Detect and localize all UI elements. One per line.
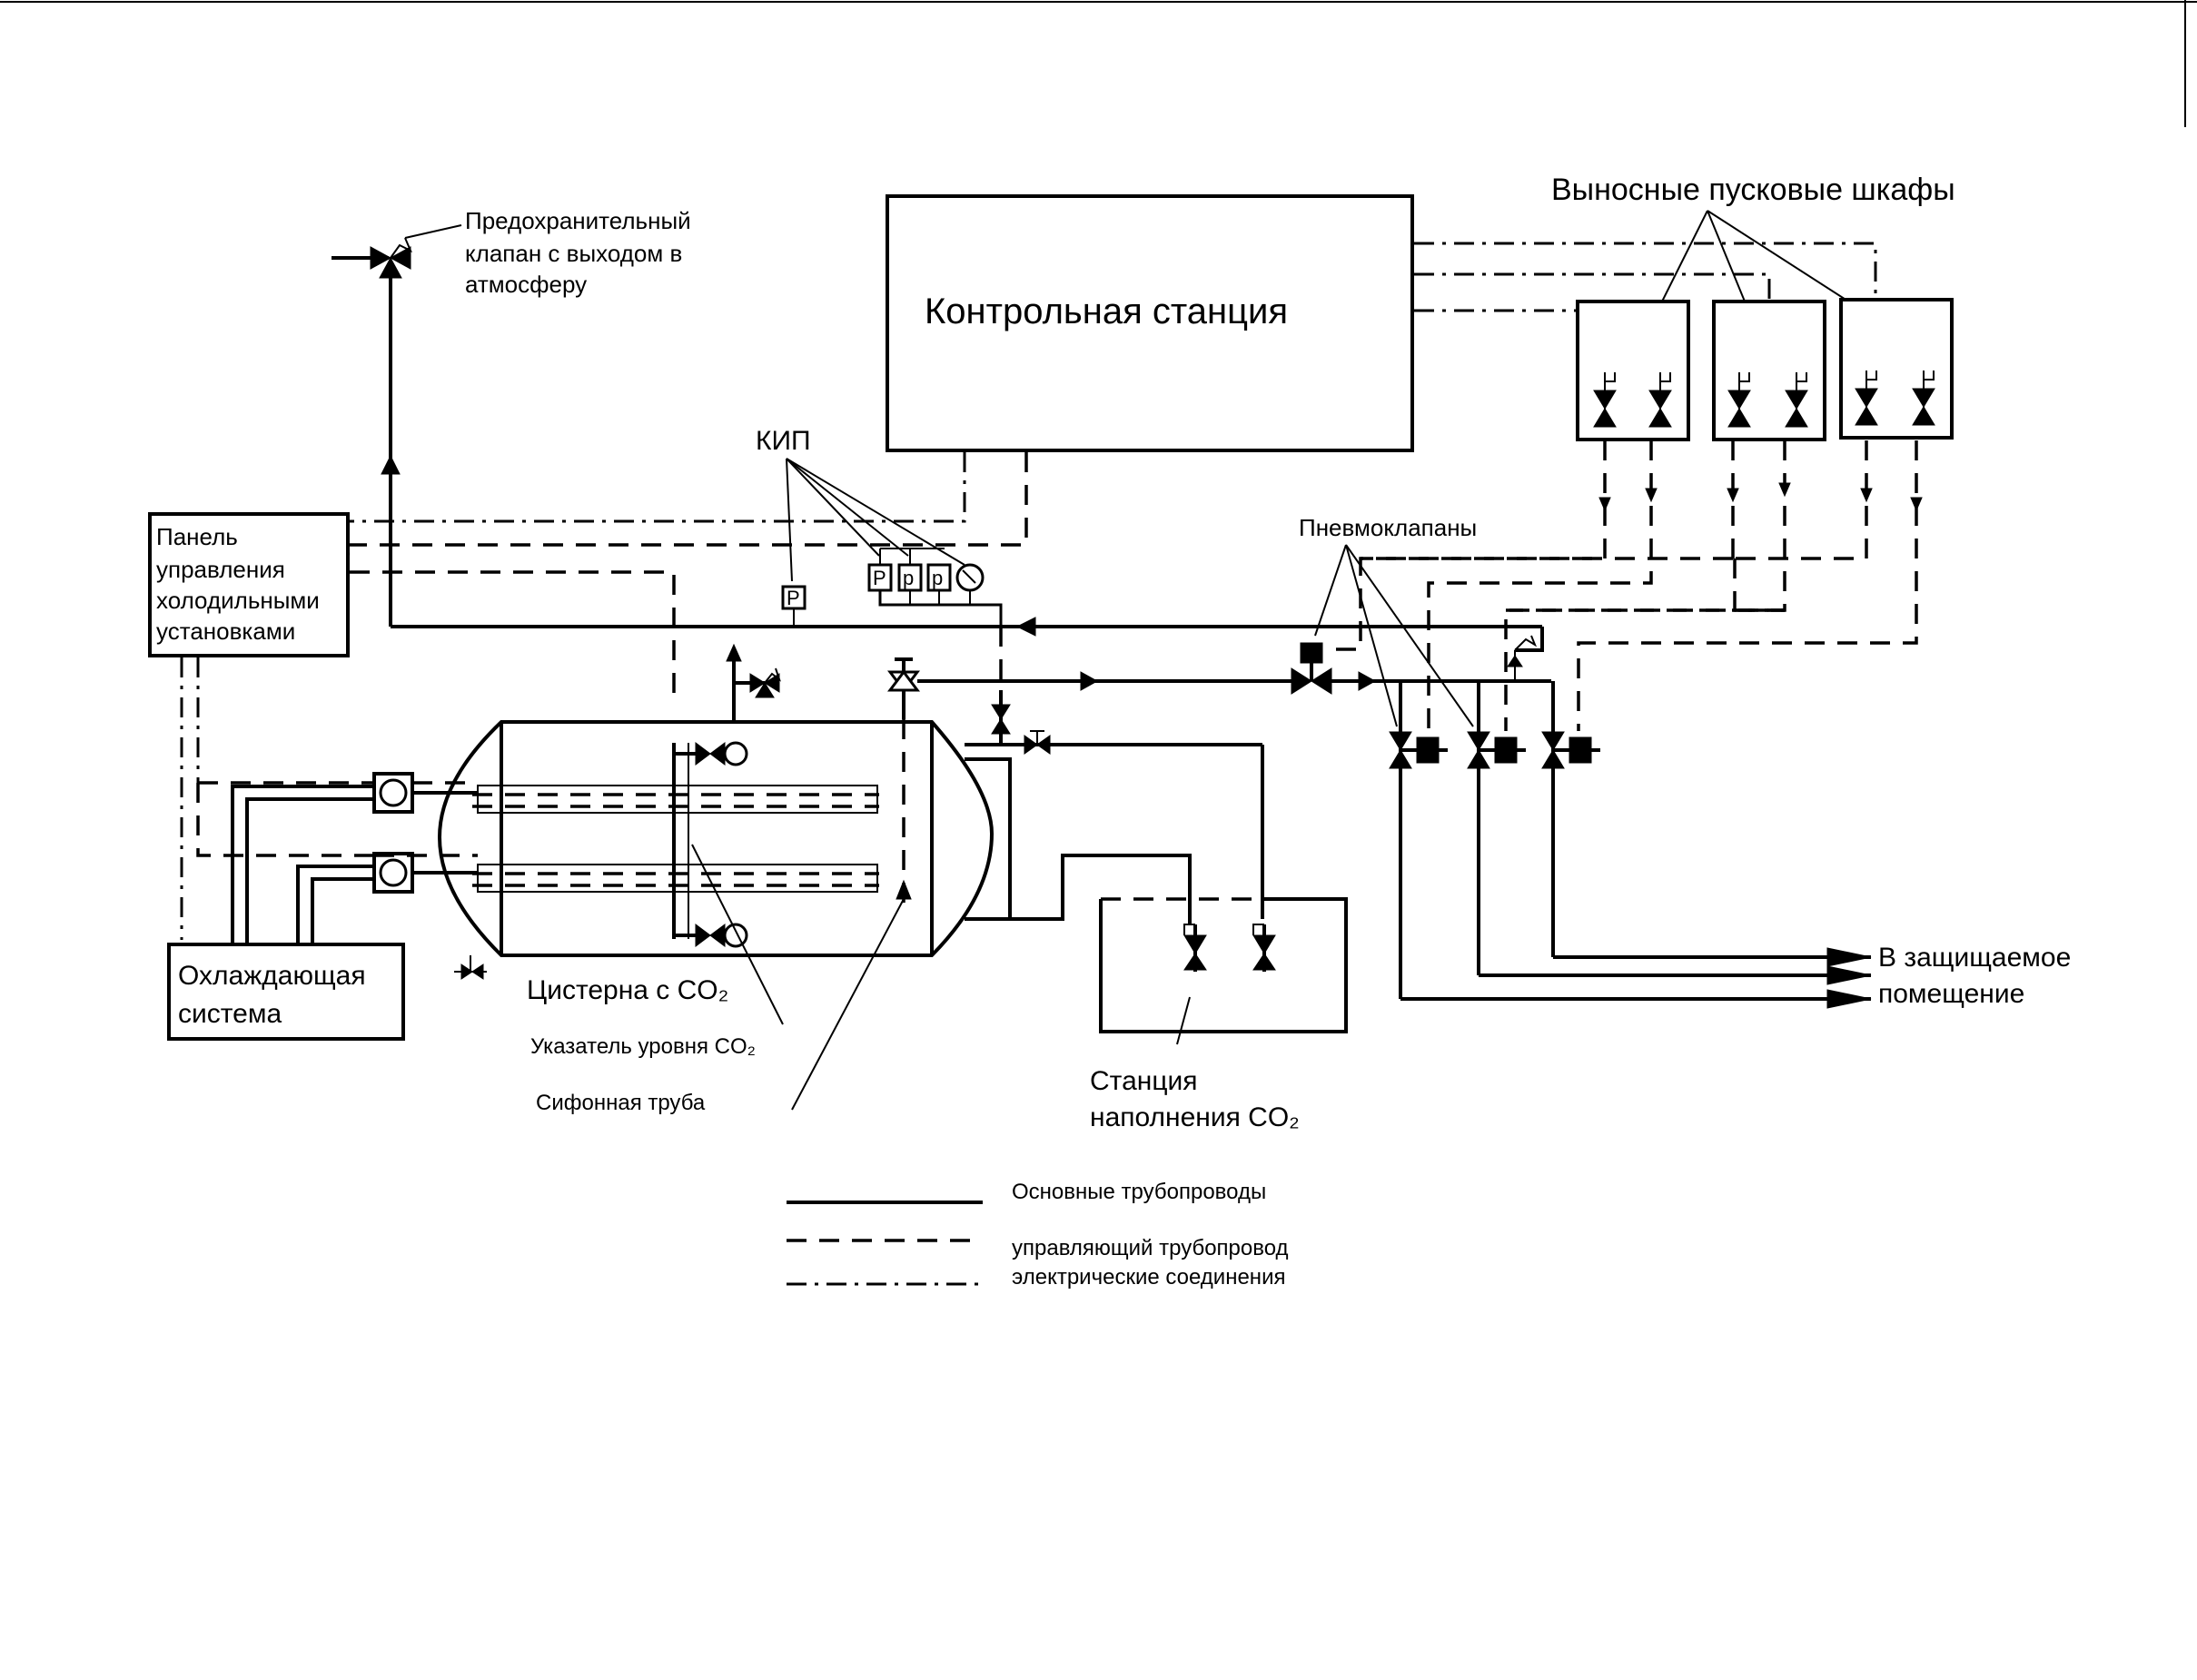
remote-cabinet-3: [1839, 298, 1954, 440]
siphon-tube-label: Сифонная труба: [536, 1091, 706, 1115]
safety-valve-label-2: клапан с выходом в: [465, 240, 682, 267]
level-indicator-label: Указатель уровня CO₂: [530, 1034, 756, 1059]
refrigeration-panel-label-1: Панель: [156, 523, 238, 550]
tank-top-valves: [726, 643, 1291, 722]
cabinet-arrows: [1598, 482, 1923, 512]
main-header-pipe: [391, 617, 1544, 652]
co2-tank: [437, 719, 1012, 980]
refrigeration-panel-label-2: управления: [156, 556, 285, 583]
refrigeration-panel-box: [148, 512, 350, 657]
pneumo-valves-leaders: [1314, 544, 1474, 727]
filling-station-label-2: наполнения CO₂: [1090, 1102, 1300, 1132]
cooling-system-label-2: система: [178, 999, 282, 1029]
control-station-label: Контрольная станция: [925, 292, 1288, 331]
gauge-label-3: p: [903, 567, 914, 589]
pneumo-valves-label: Пневмоклапаны: [1299, 514, 1477, 541]
cooling-units: [196, 772, 478, 944]
refrigeration-panel-label-3: холодильными: [156, 587, 320, 614]
main-shutoff-valve: [1291, 642, 1551, 695]
legend-electrical: электрические соединения: [1012, 1265, 1285, 1290]
safety-valve: [332, 224, 462, 627]
remote-cabinet-2: [1712, 300, 1826, 441]
tank-label: Цистерна с CO₂: [527, 975, 728, 1005]
kip-label: КИП: [756, 426, 811, 456]
control-pipes-panel: [350, 452, 1028, 704]
gauge-label-4: p: [932, 567, 943, 589]
protected-room-label-1: В защищаемое: [1878, 943, 2071, 973]
legend-main-pipes: Основные трубопроводы: [1012, 1180, 1266, 1204]
filling-station-label-1: Станция: [1090, 1066, 1198, 1096]
control-pipes-cabinets: [1335, 440, 1918, 733]
filling-line: [965, 690, 1264, 921]
safety-valve-label-3: атмосферу: [465, 271, 587, 298]
legend: Основные трубопроводы управляющий трубоп…: [787, 1180, 1289, 1290]
refrigeration-panel-label-4: установками: [156, 618, 295, 645]
safety-valve-label-1: Предохранительный: [465, 207, 691, 234]
distribution-branches: [1389, 681, 1872, 1009]
cooling-system-label-1: Охлаждающая: [178, 961, 366, 991]
electrical-lines-cabinets: [1414, 242, 1877, 312]
filling-station: [1099, 897, 1348, 1045]
legend-control-pipe: управляющий трубопровод: [1012, 1236, 1289, 1260]
remote-cabinet-1: [1576, 300, 1690, 441]
control-station-box: [886, 194, 1414, 452]
protected-room-label-2: помещение: [1878, 979, 2024, 1009]
tank-leaders: [691, 844, 905, 1111]
gauge-label-2: P: [873, 567, 886, 589]
gauge-label-1: P: [787, 587, 800, 609]
cooling-system-box: [167, 943, 405, 1041]
electrical-lines-panel: [180, 452, 966, 940]
pilot-check-valve: [1507, 635, 1538, 681]
remote-cabinets-label: Выносные пусковые шкафы: [1551, 173, 1955, 207]
kip-gauges: P P p p: [781, 548, 1003, 627]
